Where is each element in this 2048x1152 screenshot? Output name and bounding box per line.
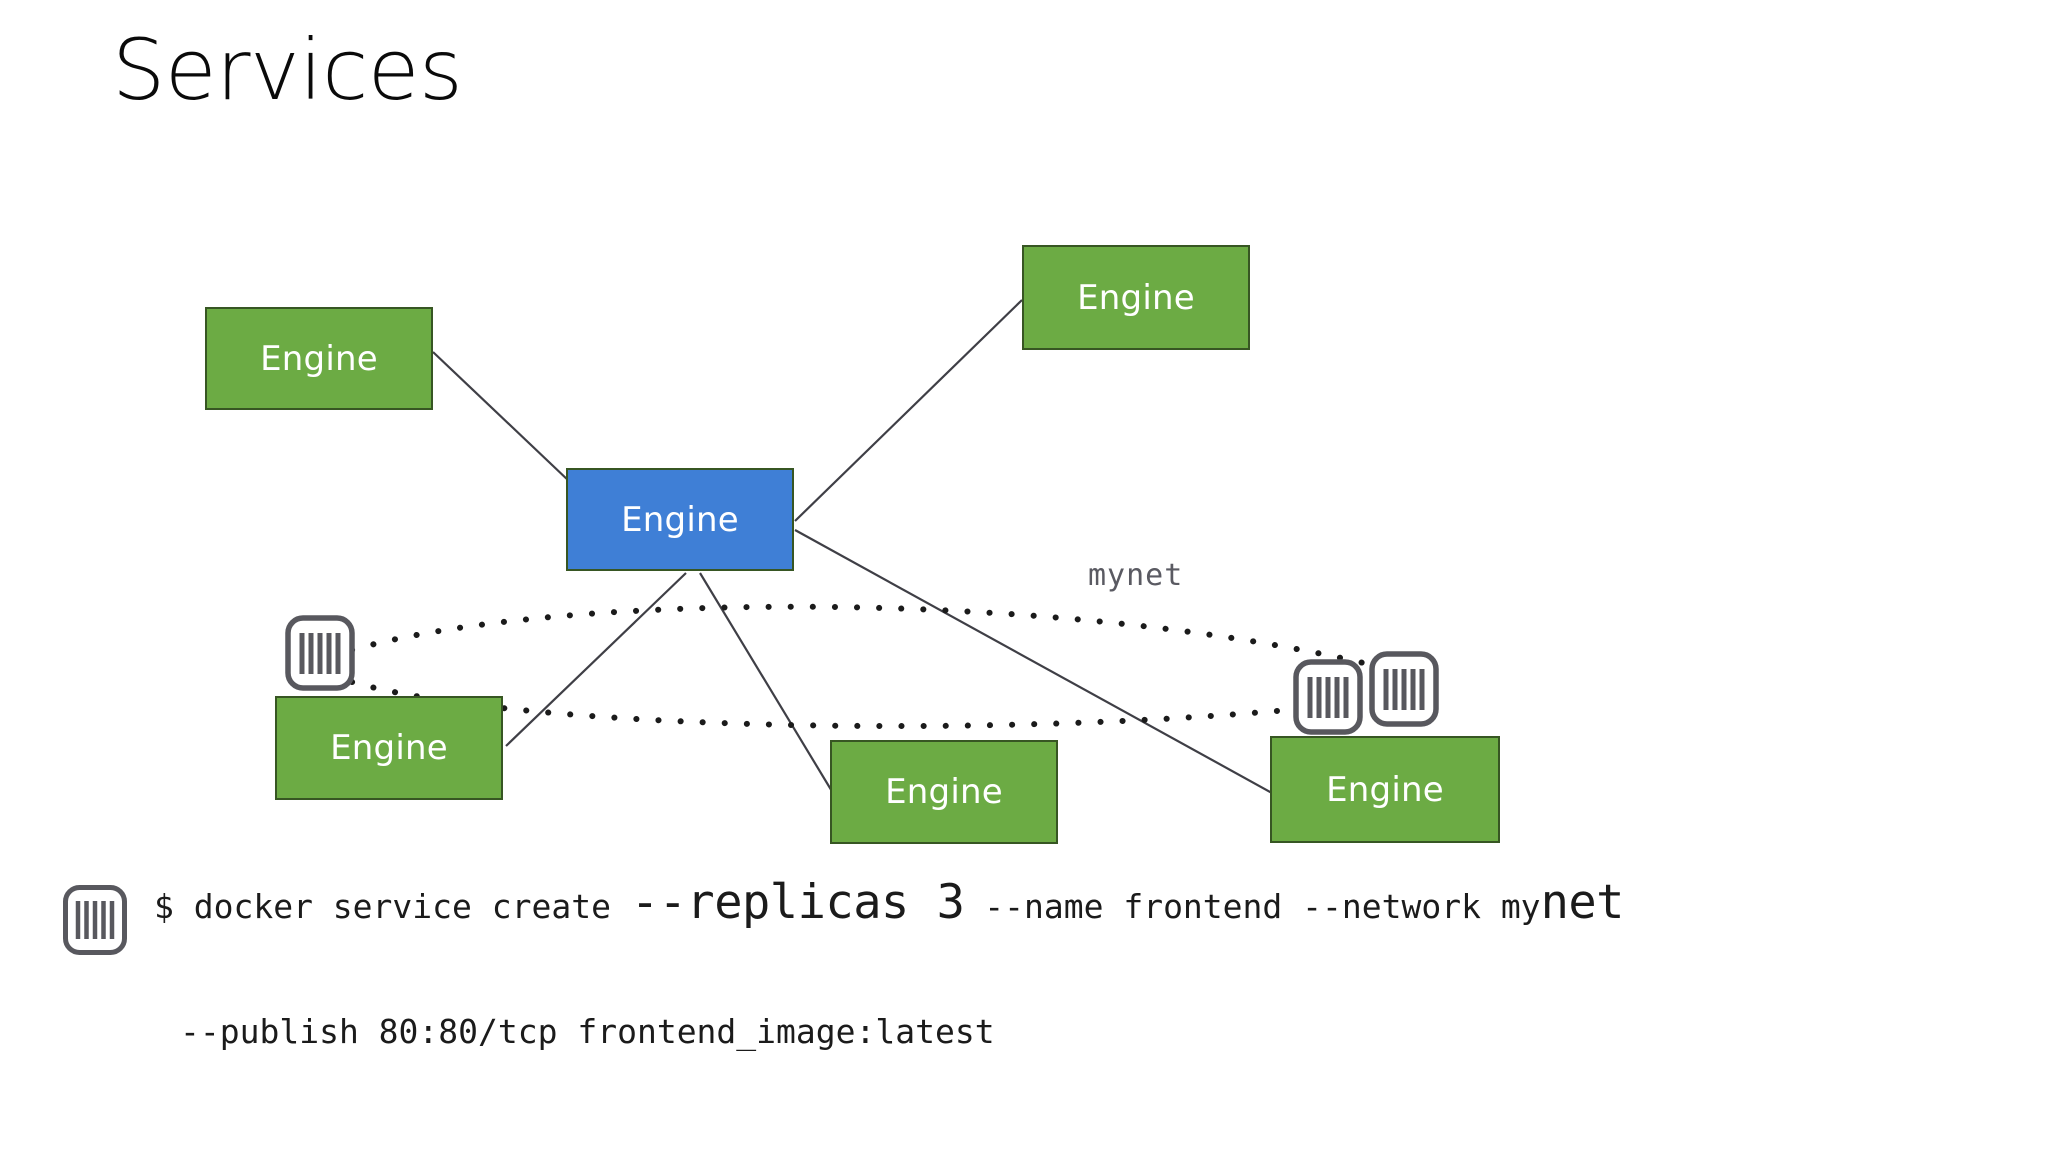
engine-node-label: Engine [330, 728, 448, 768]
engine-node-label: Engine [885, 772, 1003, 812]
cmd-part-net-suffix: net [1540, 875, 1625, 930]
mynet-network-label: mynet [1088, 558, 1184, 593]
edge-manager-to-bottom-left [505, 572, 687, 747]
container-icon-right-a[interactable] [1292, 658, 1364, 736]
docker-command-line-1: $ docker service create --replicas 3 --n… [154, 872, 1874, 938]
engine-node-bottom-left[interactable]: Engine [275, 696, 503, 800]
engine-node-top-right[interactable]: Engine [1022, 245, 1250, 350]
engine-node-label: Engine [1077, 277, 1195, 318]
container-icon-right-b[interactable] [1368, 650, 1440, 728]
engine-node-label: Engine [621, 499, 739, 540]
engine-node-manager[interactable]: Engine [566, 468, 794, 571]
engine-node-label: Engine [260, 338, 378, 379]
edge-top-right-to-manager [794, 299, 1023, 522]
mynet-upper-arc [349, 603, 1403, 675]
engine-node-bottom-center[interactable]: Engine [830, 740, 1058, 844]
cmd-part-name-network: --name frontend --network my [964, 887, 1541, 926]
engine-node-top-left[interactable]: Engine [205, 307, 433, 410]
engine-node-bottom-right[interactable]: Engine [1270, 736, 1500, 843]
engine-node-label: Engine [1326, 769, 1444, 810]
edge-manager-to-bottom-center [699, 572, 834, 794]
edge-top-left-to-manager [432, 351, 571, 483]
cmd-part-replicas: --replicas 3 [630, 875, 965, 930]
cmd-part-prefix: $ docker service create [154, 887, 631, 926]
container-icon-left[interactable] [284, 614, 356, 692]
page-title: Services [112, 21, 463, 119]
docker-command-line-2: --publish 80:80/tcp frontend_image:lates… [180, 1012, 995, 1051]
container-icon-command [62, 884, 128, 961]
